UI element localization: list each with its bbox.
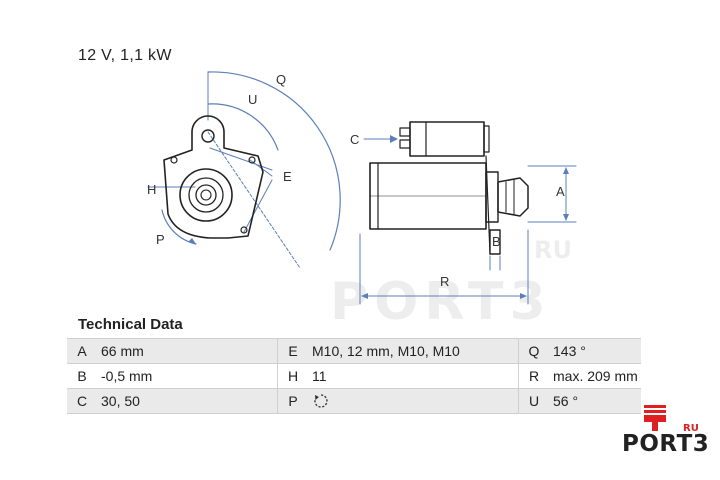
logo-sup: RU	[683, 423, 699, 434]
starter-technical-drawing: Q U E H P	[147, 71, 577, 305]
label-c: C	[350, 132, 359, 147]
arc-u	[207, 103, 279, 151]
watermark: PORT3	[330, 272, 552, 332]
table-row: B -0,5 mm H 11 R max. 209 mm	[67, 363, 641, 389]
spec-headline: 12 V, 1,1 kW	[78, 47, 172, 64]
watermark-sup: RU	[534, 236, 572, 264]
spec-value: M10, 12 mm, M10, M10	[308, 338, 519, 364]
technical-data-table: A 66 mm E M10, 12 mm, M10, M10 Q 143 ° B…	[67, 338, 641, 414]
arc-q	[207, 71, 341, 251]
spec-key: B	[67, 363, 97, 389]
spec-key: A	[67, 338, 97, 364]
spec-value: 66 mm	[97, 338, 278, 364]
label-a: A	[556, 184, 565, 199]
side-view	[359, 121, 577, 305]
piston-icon	[644, 405, 666, 431]
spec-value-rotation	[308, 388, 519, 414]
spec-key: P	[277, 388, 308, 414]
clockwise-rotation-icon	[314, 394, 328, 408]
label-h: H	[147, 182, 156, 197]
table-row: A 66 mm E M10, 12 mm, M10, M10 Q 143 °	[67, 338, 641, 364]
spec-value: 143 °	[549, 338, 641, 364]
spec-key: Q	[518, 338, 549, 364]
label-q: Q	[276, 72, 286, 87]
spec-value: 56 °	[549, 388, 641, 414]
spec-value: 30, 50	[97, 388, 278, 414]
label-b: B	[492, 234, 501, 249]
spec-key: H	[277, 363, 308, 389]
spec-value: max. 209 mm	[549, 363, 641, 389]
spec-value: 11	[308, 363, 519, 389]
front-view	[147, 71, 341, 269]
spec-key: U	[518, 388, 549, 414]
spec-value: -0,5 mm	[97, 363, 278, 389]
table-row: C 30, 50 P U 56 °	[67, 388, 641, 414]
spec-key: E	[277, 338, 308, 364]
arc-p	[161, 209, 197, 245]
spec-key: C	[67, 388, 97, 414]
label-p: P	[156, 232, 165, 247]
label-e: E	[283, 169, 292, 184]
logo-text: PORT3	[622, 431, 710, 457]
technical-data-title: Technical Data	[78, 316, 183, 333]
spec-key: R	[518, 363, 549, 389]
port3-logo: RU PORT3	[622, 405, 709, 465]
label-r: R	[440, 274, 449, 289]
label-u: U	[248, 92, 257, 107]
